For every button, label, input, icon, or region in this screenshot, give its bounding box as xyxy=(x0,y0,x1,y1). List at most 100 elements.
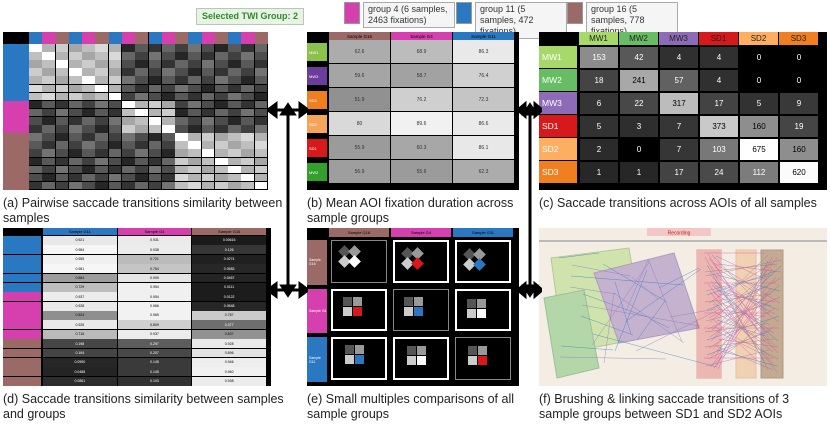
matrix-cell xyxy=(42,100,56,109)
matrix-cell xyxy=(161,157,175,166)
matrix-cell xyxy=(188,60,202,68)
small-multiple-cell xyxy=(455,240,511,283)
pairwise-similarity-matrix[interactable] xyxy=(3,32,268,190)
matrix-cell xyxy=(175,100,188,109)
matrix-cell xyxy=(29,60,42,68)
transition-count-cell: 103 xyxy=(699,138,739,161)
transition-count-cell: 5 xyxy=(579,115,619,138)
sample-row-label xyxy=(3,245,41,255)
matrix-cell xyxy=(68,76,82,85)
aoi-row-label: SD1 xyxy=(539,115,577,137)
transition-count-cell: 112 xyxy=(739,161,779,184)
matrix-cell xyxy=(241,60,255,68)
aoi-swatch xyxy=(467,298,476,308)
brushing-linking-scanpath-view[interactable]: Recording xyxy=(539,228,827,386)
matrix-cell xyxy=(68,84,82,93)
matrix-cell xyxy=(201,100,215,109)
transition-count-cell: 42 xyxy=(619,46,659,69)
matrix-cell xyxy=(148,181,162,190)
sample-row-label xyxy=(3,357,41,367)
sample-row-label xyxy=(3,236,41,245)
duration-cell: 55.9 xyxy=(329,136,390,159)
matrix-cell xyxy=(201,149,215,158)
matrix-row-label xyxy=(3,165,29,174)
matrix-cell xyxy=(241,76,255,85)
matrix-cell xyxy=(82,92,95,101)
matrix-cell xyxy=(82,100,95,109)
small-multiple-cell xyxy=(393,288,449,332)
matrix-row-label xyxy=(3,125,29,134)
matrix-cell xyxy=(82,141,95,149)
saccade-line xyxy=(716,274,781,292)
matrix-cell xyxy=(121,141,135,149)
matrix-cell xyxy=(175,68,188,76)
matrix-cell xyxy=(55,181,69,190)
legend-item-group-4[interactable]: group 4 (6 samples, 2463 fixations) xyxy=(344,2,455,28)
matrix-cell xyxy=(95,133,109,141)
matrix-cell xyxy=(135,181,148,190)
matrix-cell xyxy=(228,141,241,149)
row-label: Sample G11 xyxy=(307,337,327,382)
small-multiple-cell xyxy=(455,288,511,332)
matrix-cell xyxy=(161,108,175,117)
matrix-cell xyxy=(201,52,215,60)
matrix-cell xyxy=(68,165,82,174)
similarity-cell: 0.937 xyxy=(43,292,117,302)
matrix-cell xyxy=(121,149,135,158)
matrix-cell xyxy=(201,141,215,149)
matrix-cell xyxy=(95,141,109,149)
matrix-cell xyxy=(201,92,215,101)
matrix-row-label xyxy=(3,84,29,93)
sample-row-label xyxy=(3,292,41,302)
matrix-cell xyxy=(68,44,82,52)
column-header: Sample G11 xyxy=(43,228,117,235)
matrix-cell xyxy=(29,149,42,158)
matrix-cell xyxy=(108,108,122,117)
matrix-cell xyxy=(228,133,241,141)
similarity-cell: 0.946 xyxy=(192,357,266,367)
saccade-line xyxy=(704,323,766,333)
matrix-cell xyxy=(68,173,82,182)
matrix-cell xyxy=(188,125,202,133)
duration-cell: 86.1 xyxy=(453,136,514,159)
matrix-cell xyxy=(95,149,109,158)
sample-row-label xyxy=(3,339,41,348)
group-4-swatch xyxy=(344,2,360,24)
similarity-cell: 0.145 xyxy=(117,357,192,367)
matrix-cell xyxy=(214,141,228,149)
matrix-cell xyxy=(82,133,95,141)
saccade-line xyxy=(648,317,670,329)
aoi-swatch xyxy=(348,255,361,268)
matrix-cell xyxy=(175,149,188,158)
matrix-cell xyxy=(29,165,42,174)
matrix-cell xyxy=(175,173,188,182)
matrix-cell xyxy=(95,165,109,174)
matrix-cell xyxy=(228,100,241,109)
sample-row-label xyxy=(3,320,41,330)
matrix-cell xyxy=(68,108,82,117)
matrix-cell xyxy=(188,149,202,158)
similarity-cell: 0.145 xyxy=(117,367,192,377)
matrix-cell xyxy=(188,165,202,174)
matrix-cell xyxy=(214,100,228,109)
matrix-col-label xyxy=(42,32,56,44)
matrix-cell xyxy=(241,157,255,166)
matrix-cell xyxy=(42,149,56,158)
column-header: Sample G4 xyxy=(391,228,451,237)
matrix-col-label xyxy=(148,32,162,44)
matrix-cell xyxy=(135,60,148,68)
aoi-swatch xyxy=(477,308,486,318)
matrix-cell xyxy=(121,125,135,133)
sample-row-label xyxy=(3,273,41,283)
similarity-cell: 0.00616 xyxy=(192,236,266,245)
transition-count-cell: 153 xyxy=(579,46,619,69)
matrix-cell xyxy=(214,149,228,158)
matrix-cell xyxy=(121,68,135,76)
transition-count-cell: 17 xyxy=(699,92,739,115)
matrix-cell xyxy=(135,68,148,76)
group-16-swatch xyxy=(567,2,583,24)
